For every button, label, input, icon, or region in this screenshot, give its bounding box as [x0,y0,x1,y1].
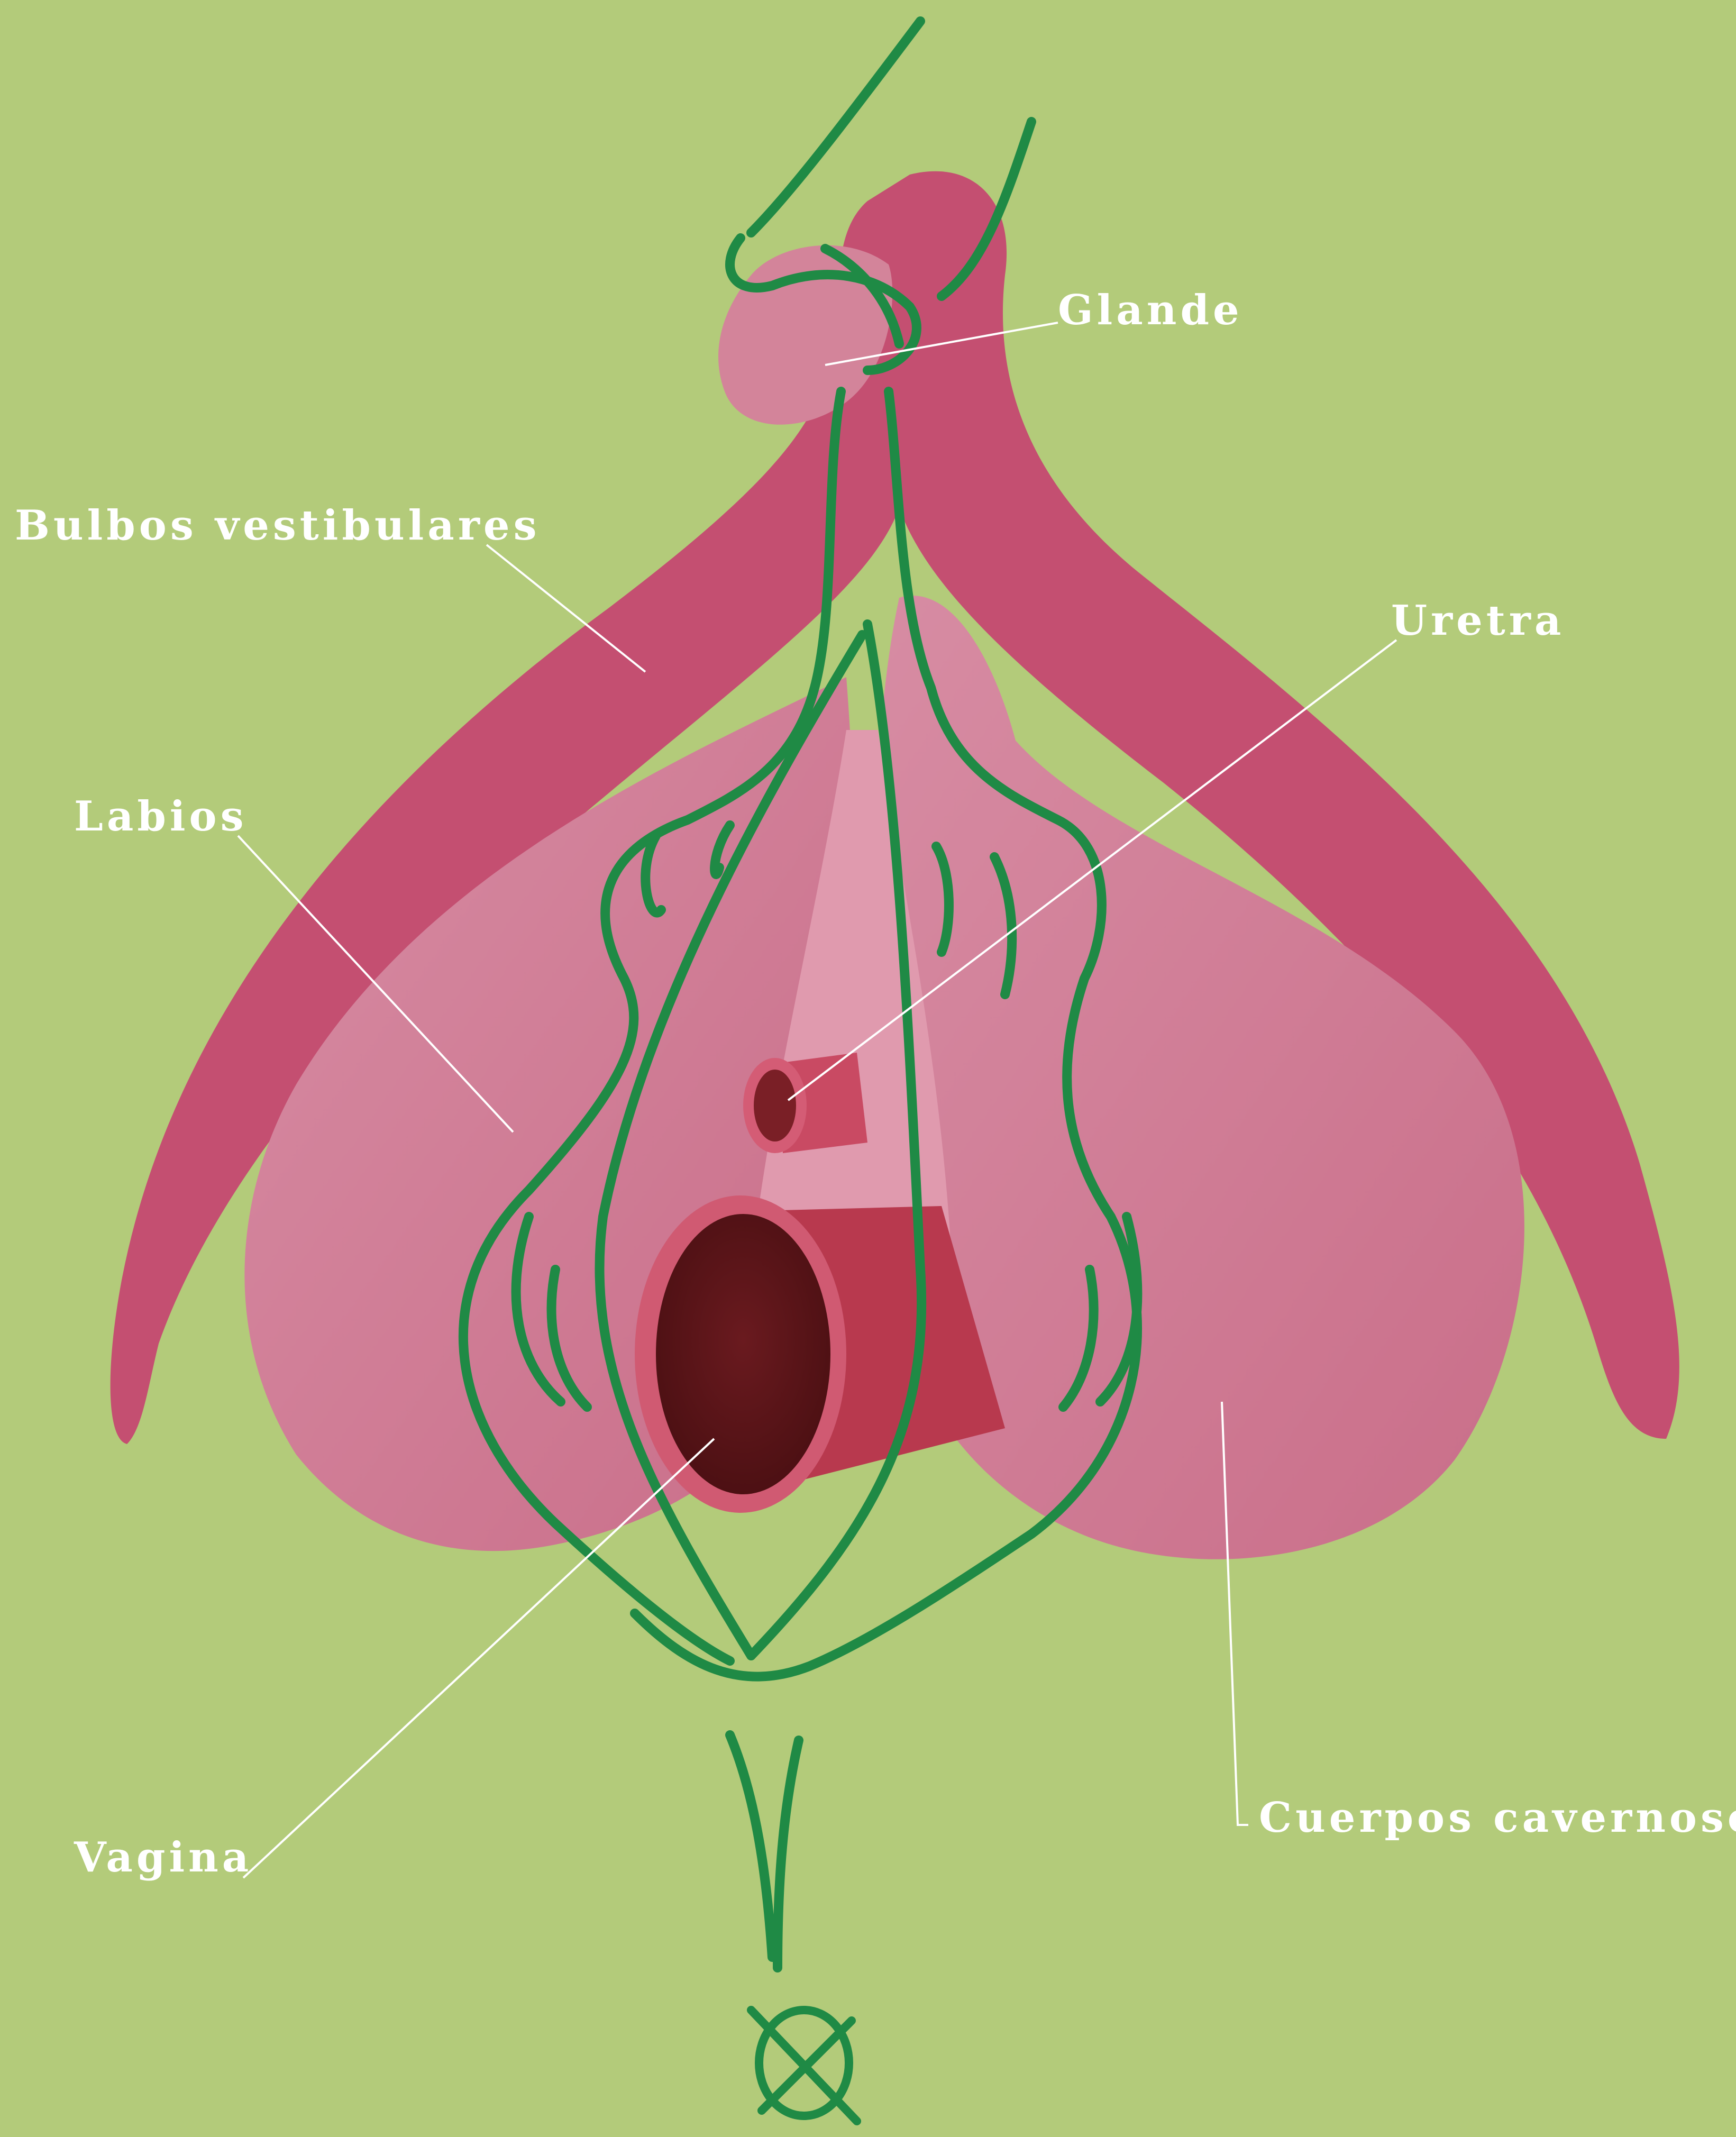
vagina-canal [635,1195,1005,1513]
label-cuerpos-cavernosos: Cuerpos cavernosos [1259,1797,1736,1839]
urethra-tube [743,1053,867,1153]
symbol-icon [751,2010,857,2121]
label-vagina: Vagina [74,1837,252,1878]
label-glande: Glande [1058,290,1243,331]
label-labios: Labios [74,796,248,837]
label-bulbos-vestibulares: Bulbos vestibulares [15,505,540,546]
label-uretra: Uretra [1391,600,1565,642]
